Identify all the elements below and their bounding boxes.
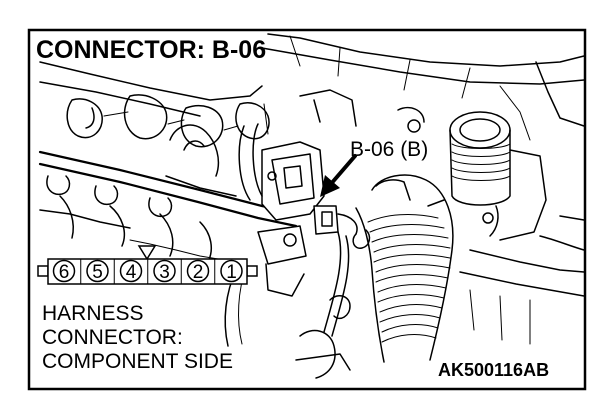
pin-4: 4 [119, 259, 143, 283]
pointer-arrow-icon [320, 154, 357, 197]
pin-circle [119, 259, 143, 283]
diagram-title: CONNECTOR: B-06 [36, 36, 266, 64]
pin-circle [220, 259, 243, 283]
pin-number: 2 [193, 262, 204, 283]
harness-connector-icon: 6 5 4 3 2 1 [37, 245, 258, 285]
pin-2: 2 [186, 259, 210, 283]
harness-label: HARNESS CONNECTOR: COMPONENT SIDE [42, 302, 233, 373]
pin-3: 3 [153, 259, 176, 283]
pin-number: 6 [59, 262, 70, 283]
pin-number: 3 [159, 262, 170, 283]
harness-label-line-1: HARNESS [42, 302, 144, 325]
pin-5: 5 [86, 259, 109, 283]
harness-label-line-2: CONNECTOR: [42, 326, 183, 349]
pin-circle [52, 259, 76, 283]
harness-label-line-3: COMPONENT SIDE [42, 350, 233, 373]
pin-circle [86, 259, 109, 283]
pin-number: 4 [126, 262, 137, 283]
key-marker-icon [137, 245, 157, 261]
connector-callout-label: B-06 (B) [350, 138, 428, 161]
pin-number: 1 [226, 262, 237, 283]
pin-6: 6 [52, 259, 76, 283]
engine-bay-illustration [38, 33, 585, 379]
pin-circle [186, 259, 210, 283]
pin-number: 5 [92, 262, 103, 283]
pin-1: 1 [220, 259, 243, 283]
figure-code: AK500116AB [438, 360, 549, 380]
pin-circle [153, 259, 176, 283]
